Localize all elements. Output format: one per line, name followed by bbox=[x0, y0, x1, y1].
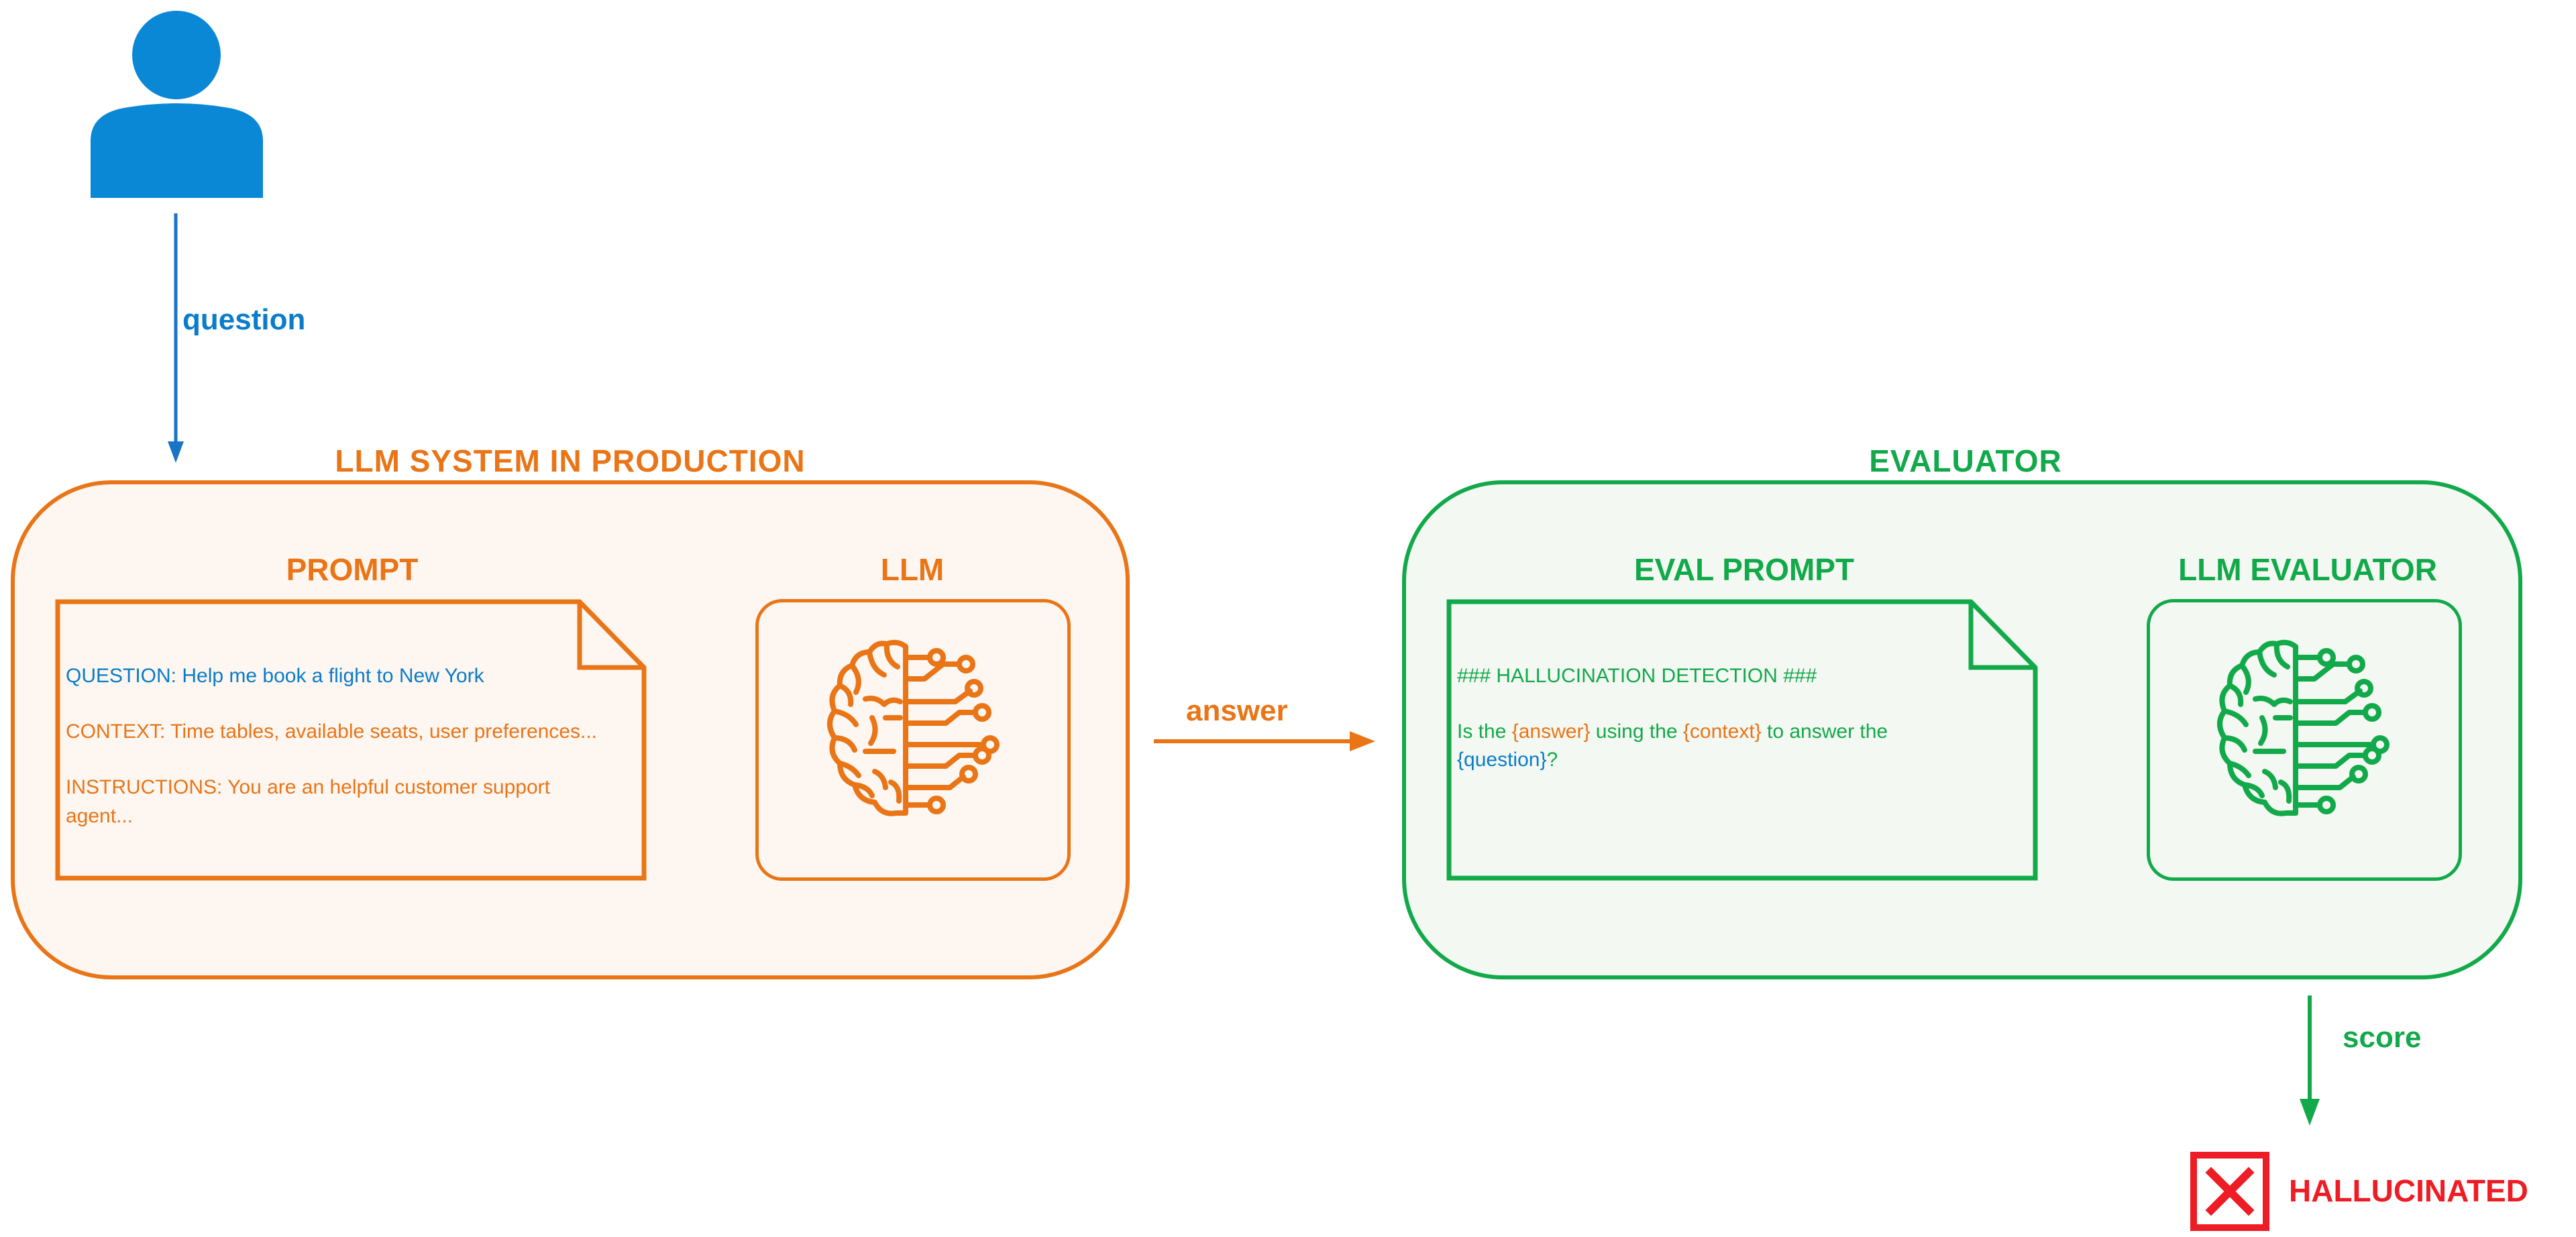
prompt-document bbox=[55, 599, 647, 881]
brain-circuit-icon bbox=[2202, 637, 2403, 839]
prompt-instructions-line-2: agent... bbox=[66, 805, 133, 827]
score-label: score bbox=[2343, 1021, 2422, 1054]
evaluator-title: EVALUATOR bbox=[1869, 443, 2062, 478]
llm-evaluator-box bbox=[2147, 599, 2462, 881]
prompt-context-line: CONTEXT: Time tables, available seats, u… bbox=[66, 720, 597, 743]
eval-prompt-line-2: {question}? bbox=[1457, 746, 1558, 774]
eval-text-2b: ? bbox=[1546, 749, 1558, 771]
brain-circuit-icon bbox=[812, 637, 1013, 839]
prompt-question-line: QUESTION: Help me book a flight to New Y… bbox=[66, 665, 484, 687]
question-placeholder: {question} bbox=[1457, 749, 1547, 771]
eval-prompt-document bbox=[1446, 599, 2038, 881]
eval-prompt-title: EVAL PROMPT bbox=[1634, 552, 1854, 587]
llm-box bbox=[755, 599, 1071, 881]
prompt-instructions-line-1: INSTRUCTIONS: You are an helpful custome… bbox=[66, 776, 550, 798]
answer-label: answer bbox=[1186, 694, 1288, 727]
eval-text-1e: to answer the bbox=[1761, 720, 1888, 743]
eval-prompt-header: ### HALLUCINATION DETECTION ### bbox=[1457, 665, 1817, 687]
question-arrow bbox=[168, 213, 184, 463]
system-title: LLM SYSTEM IN PRODUCTION bbox=[335, 443, 806, 478]
prompt-title: PROMPT bbox=[286, 552, 419, 587]
llm-evaluator-title: LLM EVALUATOR bbox=[2178, 552, 2437, 587]
hallucinated-label: HALLUCINATED bbox=[2289, 1173, 2528, 1208]
system-container bbox=[11, 480, 1130, 979]
eval-text-1a: Is the bbox=[1457, 720, 1512, 743]
user-icon bbox=[87, 7, 268, 198]
score-arrow bbox=[2300, 996, 2320, 1126]
x-box-icon bbox=[2190, 1151, 2270, 1232]
eval-prompt-line-1: Is the {answer} using the {context} to a… bbox=[1457, 718, 1888, 746]
question-label: question bbox=[182, 303, 306, 336]
eval-text-1c: using the bbox=[1590, 720, 1683, 743]
context-placeholder: {context} bbox=[1682, 720, 1762, 743]
llm-title: LLM bbox=[880, 552, 945, 587]
answer-arrow bbox=[1154, 731, 1375, 751]
evaluator-container bbox=[1402, 480, 2522, 979]
answer-placeholder: {answer} bbox=[1511, 720, 1591, 743]
